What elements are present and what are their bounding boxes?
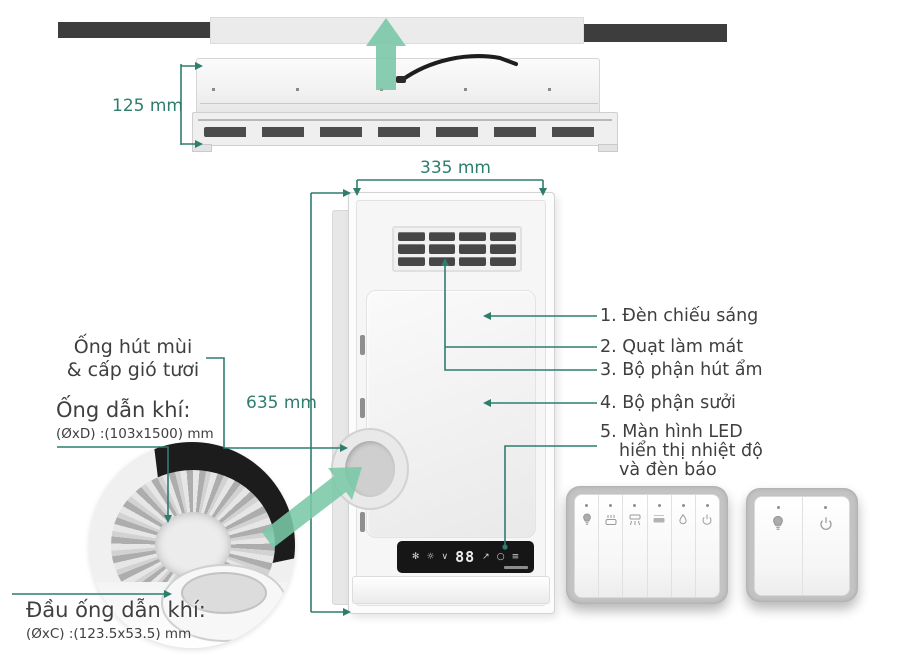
switch-power-button: [802, 497, 849, 595]
power-icon: [702, 514, 712, 525]
led-dot: [585, 504, 589, 507]
vent-grille: [392, 226, 522, 272]
air-duct-title: Ống dẫn khí:: [56, 398, 191, 422]
sun-icon: ☼: [426, 551, 435, 562]
led-dot: [609, 504, 613, 507]
menu-icon: ≡: [511, 551, 520, 562]
switch-display-button: [647, 495, 672, 597]
side-louver-slots: [204, 127, 606, 137]
switch-heater-button: [599, 495, 624, 597]
arrowhead: [343, 608, 351, 616]
callout-5-line1: 5. Màn hình LED: [600, 422, 743, 442]
led-dot: [633, 504, 637, 507]
arrowhead: [353, 188, 361, 196]
air-duct-spec: (ØxD) :(103x1500) mm: [56, 426, 214, 442]
exhaust-up-arrow: [366, 18, 406, 90]
ceiling-bar-left: [58, 22, 210, 38]
wall-switch-six-button: [566, 486, 728, 604]
callout-2-label: 2. Quạt làm mát: [600, 337, 744, 357]
intake-label-line1: Ống hút mùi: [73, 336, 193, 358]
wall-switch-two-button: [746, 488, 858, 602]
arrowhead: [164, 515, 172, 523]
callout-4-label: 4. Bộ phận sưởi: [600, 393, 736, 413]
duct-end-opening: [181, 572, 267, 614]
arrowhead: [343, 189, 351, 197]
arrowhead: [539, 188, 547, 196]
hinge-mark: [360, 335, 365, 355]
unit-bottom-lip: [352, 576, 550, 604]
led-dot: [705, 504, 709, 507]
switch-light-button: [575, 495, 600, 597]
side-screw-dots: [212, 88, 588, 91]
chevron-down-icon: ∨: [441, 551, 449, 562]
hinge-mark: [360, 512, 365, 532]
snowflake-icon: ✻: [411, 551, 420, 562]
dim-635-label: 635 mm: [246, 393, 317, 413]
led-dot: [681, 504, 685, 507]
fan-airflow-icon: [629, 514, 641, 526]
intake-label: Ống hút mùi & cấp gió tươi: [62, 336, 204, 382]
callout-5-line3: và đèn báo: [619, 460, 717, 480]
unit-side-body: [196, 58, 600, 116]
power-icon: [820, 517, 832, 530]
dim-125-label: 125 mm: [112, 96, 183, 116]
led-dot: [824, 506, 828, 509]
temperature-digits: 88: [455, 547, 476, 566]
arrowhead: [195, 140, 203, 148]
dim-635-line: [310, 192, 344, 613]
side-frame-line: [198, 119, 612, 121]
ceiling-bar-right: [584, 24, 727, 42]
arrowhead: [164, 590, 172, 598]
brand-mark: [504, 566, 528, 569]
dim-125-line: [180, 64, 196, 145]
duct-head-title: Đầu ống dẫn khí:: [26, 598, 206, 622]
switch-humidity-button: [671, 495, 696, 597]
intake-leader-line: [206, 357, 340, 449]
led-display: ✻ ☼ ∨ 88 ↗ ○ ≡: [397, 541, 534, 573]
arrowhead: [441, 258, 449, 266]
callout-5-line: [504, 445, 597, 546]
switch-fan-button: [623, 495, 648, 597]
light-bulb-icon: [582, 513, 591, 525]
switch-power-button: [695, 495, 719, 597]
arrow-icon: ↗: [482, 551, 490, 562]
light-bulb-icon: [773, 515, 784, 530]
led-dot: [776, 506, 780, 509]
callout-5-label: 5. Màn hình LED hiển thị nhiệt độ và đèn…: [600, 423, 763, 480]
display-bar-icon: [653, 515, 665, 523]
duct-to-unit-arrow: [262, 467, 362, 548]
arrowhead: [340, 444, 348, 452]
arrowhead: [195, 62, 203, 70]
hinge-mark: [360, 398, 365, 418]
led-dot: [657, 504, 661, 507]
heater-icon: [605, 515, 617, 525]
arrowhead: [483, 399, 491, 407]
circle-icon: ○: [496, 551, 505, 562]
dim-335-line: [356, 179, 544, 189]
callout-3-line: [444, 266, 597, 371]
duct-photo: [89, 442, 295, 648]
water-drop-icon: [679, 513, 687, 525]
air-duct-leader-line: [57, 446, 169, 515]
side-tab-right: [598, 144, 618, 152]
intake-label-line2: & cấp gió tươi: [66, 359, 200, 381]
callout-5-end-dot: [502, 544, 508, 550]
callout-3-label: 3. Bộ phận hút ẩm: [600, 360, 763, 380]
callout-1-label: 1. Đèn chiếu sáng: [600, 306, 759, 326]
callout-5-line2: hiển thị nhiệt độ: [619, 441, 763, 461]
arrowhead: [483, 312, 491, 320]
switch-light-button: [755, 497, 803, 595]
duct-head-spec: (ØxC) :(123.5x53.5) mm: [26, 626, 192, 642]
side-seam-line: [200, 103, 598, 104]
dim-335-label: 335 mm: [420, 158, 491, 178]
